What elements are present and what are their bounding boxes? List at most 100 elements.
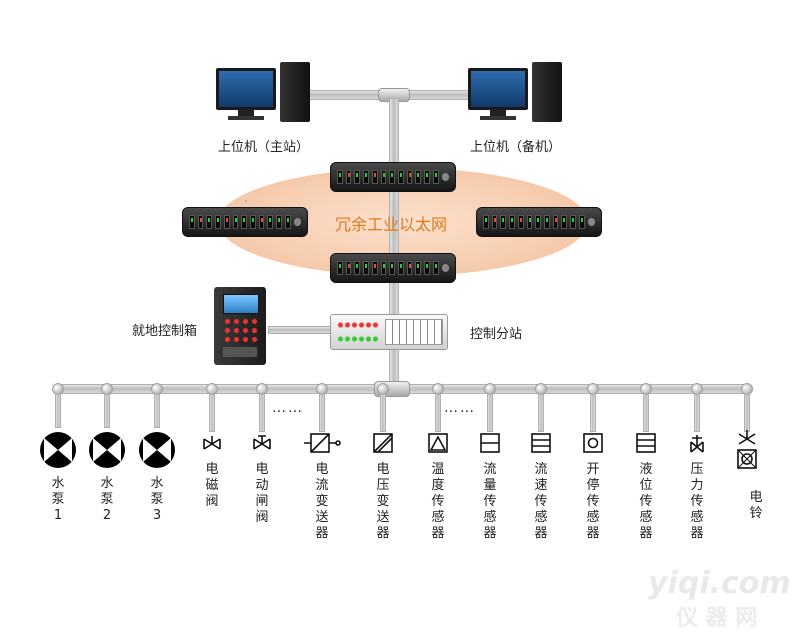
switch-port — [380, 170, 387, 184]
device-drop-pipe — [538, 394, 544, 432]
local-control-box — [214, 287, 266, 365]
switch-port — [398, 261, 404, 275]
switch-port — [398, 170, 404, 184]
on-off-sensor-icon — [582, 432, 604, 458]
switch-port — [415, 170, 422, 184]
ellipsis-left: …… — [272, 400, 304, 416]
switch-port — [389, 261, 396, 275]
current-transmitter-icon — [302, 432, 342, 458]
switch-port — [345, 170, 352, 184]
voltage-transmitter-icon — [372, 432, 394, 458]
control-substation — [330, 314, 448, 350]
switch-port — [424, 261, 430, 275]
switch-port — [491, 215, 498, 229]
device-label: 电磁阀 — [205, 462, 219, 509]
electric-gate-valve-icon — [251, 432, 273, 458]
switch-knob — [293, 218, 302, 226]
switch-port — [232, 215, 239, 229]
control-box-panel — [223, 347, 257, 357]
device-drop-pipe — [209, 394, 215, 432]
device-label: 水泵3 — [150, 476, 164, 523]
pressure-sensor-icon — [686, 432, 708, 460]
flow-sensor-icon — [479, 432, 501, 458]
device-drop-pipe — [104, 394, 110, 428]
switch-knob — [441, 264, 450, 272]
device-drop-pipe — [744, 394, 750, 432]
pump-icon — [87, 430, 127, 474]
switch-port — [276, 215, 282, 229]
switch-port — [345, 261, 352, 275]
device-drop-pipe — [55, 394, 61, 428]
watermark-sub: 仪 器 网 — [676, 606, 758, 631]
temperature-sensor-icon — [427, 432, 449, 458]
bell-icon — [735, 430, 759, 478]
local-control-box-label: 就地控制箱 — [132, 324, 198, 339]
network-switch-top — [330, 162, 456, 192]
device-drop-pipe — [590, 394, 596, 432]
switch-port — [371, 170, 378, 184]
device-drop-pipe — [319, 394, 325, 432]
device-label: 电压变送器 — [376, 462, 390, 541]
switch-port — [380, 261, 387, 275]
flow-velocity-sensor-icon — [530, 432, 552, 458]
switch-port — [337, 261, 343, 275]
pump-icon — [38, 430, 78, 474]
switch-port — [267, 215, 274, 229]
device-drop-pipe — [643, 394, 649, 432]
solenoid-valve-icon — [201, 432, 223, 458]
monitor-icon — [468, 68, 528, 110]
switch-port — [354, 170, 361, 184]
switch-port — [215, 215, 221, 229]
switch-port — [415, 261, 422, 275]
switch-port — [544, 215, 550, 229]
device-label: 水泵2 — [100, 476, 114, 523]
switch-port — [250, 215, 256, 229]
device-drop-pipe — [154, 394, 160, 428]
switch-knob — [441, 173, 450, 181]
switch-port — [189, 215, 195, 229]
tower-icon — [280, 62, 310, 122]
tower-icon — [532, 62, 562, 122]
left-ring-pipe — [245, 200, 247, 202]
control-box-screen — [223, 294, 259, 314]
backup-host-label: 上位机（备机） — [470, 140, 562, 155]
switch-port — [509, 215, 515, 229]
monitor-base — [228, 116, 264, 120]
switch-port — [363, 170, 369, 184]
device-label: 流量传感器 — [483, 462, 497, 541]
monitor-stand — [238, 110, 254, 116]
switch-port — [535, 215, 542, 229]
network-switch-left — [182, 207, 308, 237]
switch-port — [223, 215, 230, 229]
switch-port — [526, 215, 533, 229]
substation-terminals — [385, 319, 443, 345]
switch-port — [354, 261, 361, 275]
device-drop-pipe — [487, 394, 493, 432]
device-label: 电铃 — [749, 490, 763, 521]
switch-port — [337, 170, 343, 184]
monitor-base — [480, 116, 516, 120]
device-label: 液位传感器 — [639, 462, 653, 541]
substation-leds-green — [337, 335, 379, 343]
switch-port — [363, 261, 369, 275]
device-drop-pipe — [380, 394, 386, 432]
network-label: 冗余工业以太网 — [335, 215, 448, 234]
switch-port — [483, 215, 489, 229]
control-substation-label: 控制分站 — [470, 327, 523, 342]
device-label: 开停传感器 — [586, 462, 600, 541]
switch-port — [561, 215, 568, 229]
substation-leds-red — [337, 321, 379, 329]
switch-port — [406, 261, 413, 275]
backup-host-computer — [468, 58, 568, 128]
monitor-stand — [490, 110, 506, 116]
switch-port — [552, 215, 559, 229]
control-box-buttons — [223, 317, 259, 343]
switch-port — [424, 170, 430, 184]
local-box-link-pipe — [268, 326, 332, 334]
switch-port — [500, 215, 507, 229]
device-label: 电流变送器 — [315, 462, 329, 541]
monitor-icon — [216, 68, 276, 110]
network-switch-right — [476, 207, 602, 237]
device-drop-pipe — [694, 394, 700, 432]
switch-knob — [587, 218, 596, 226]
